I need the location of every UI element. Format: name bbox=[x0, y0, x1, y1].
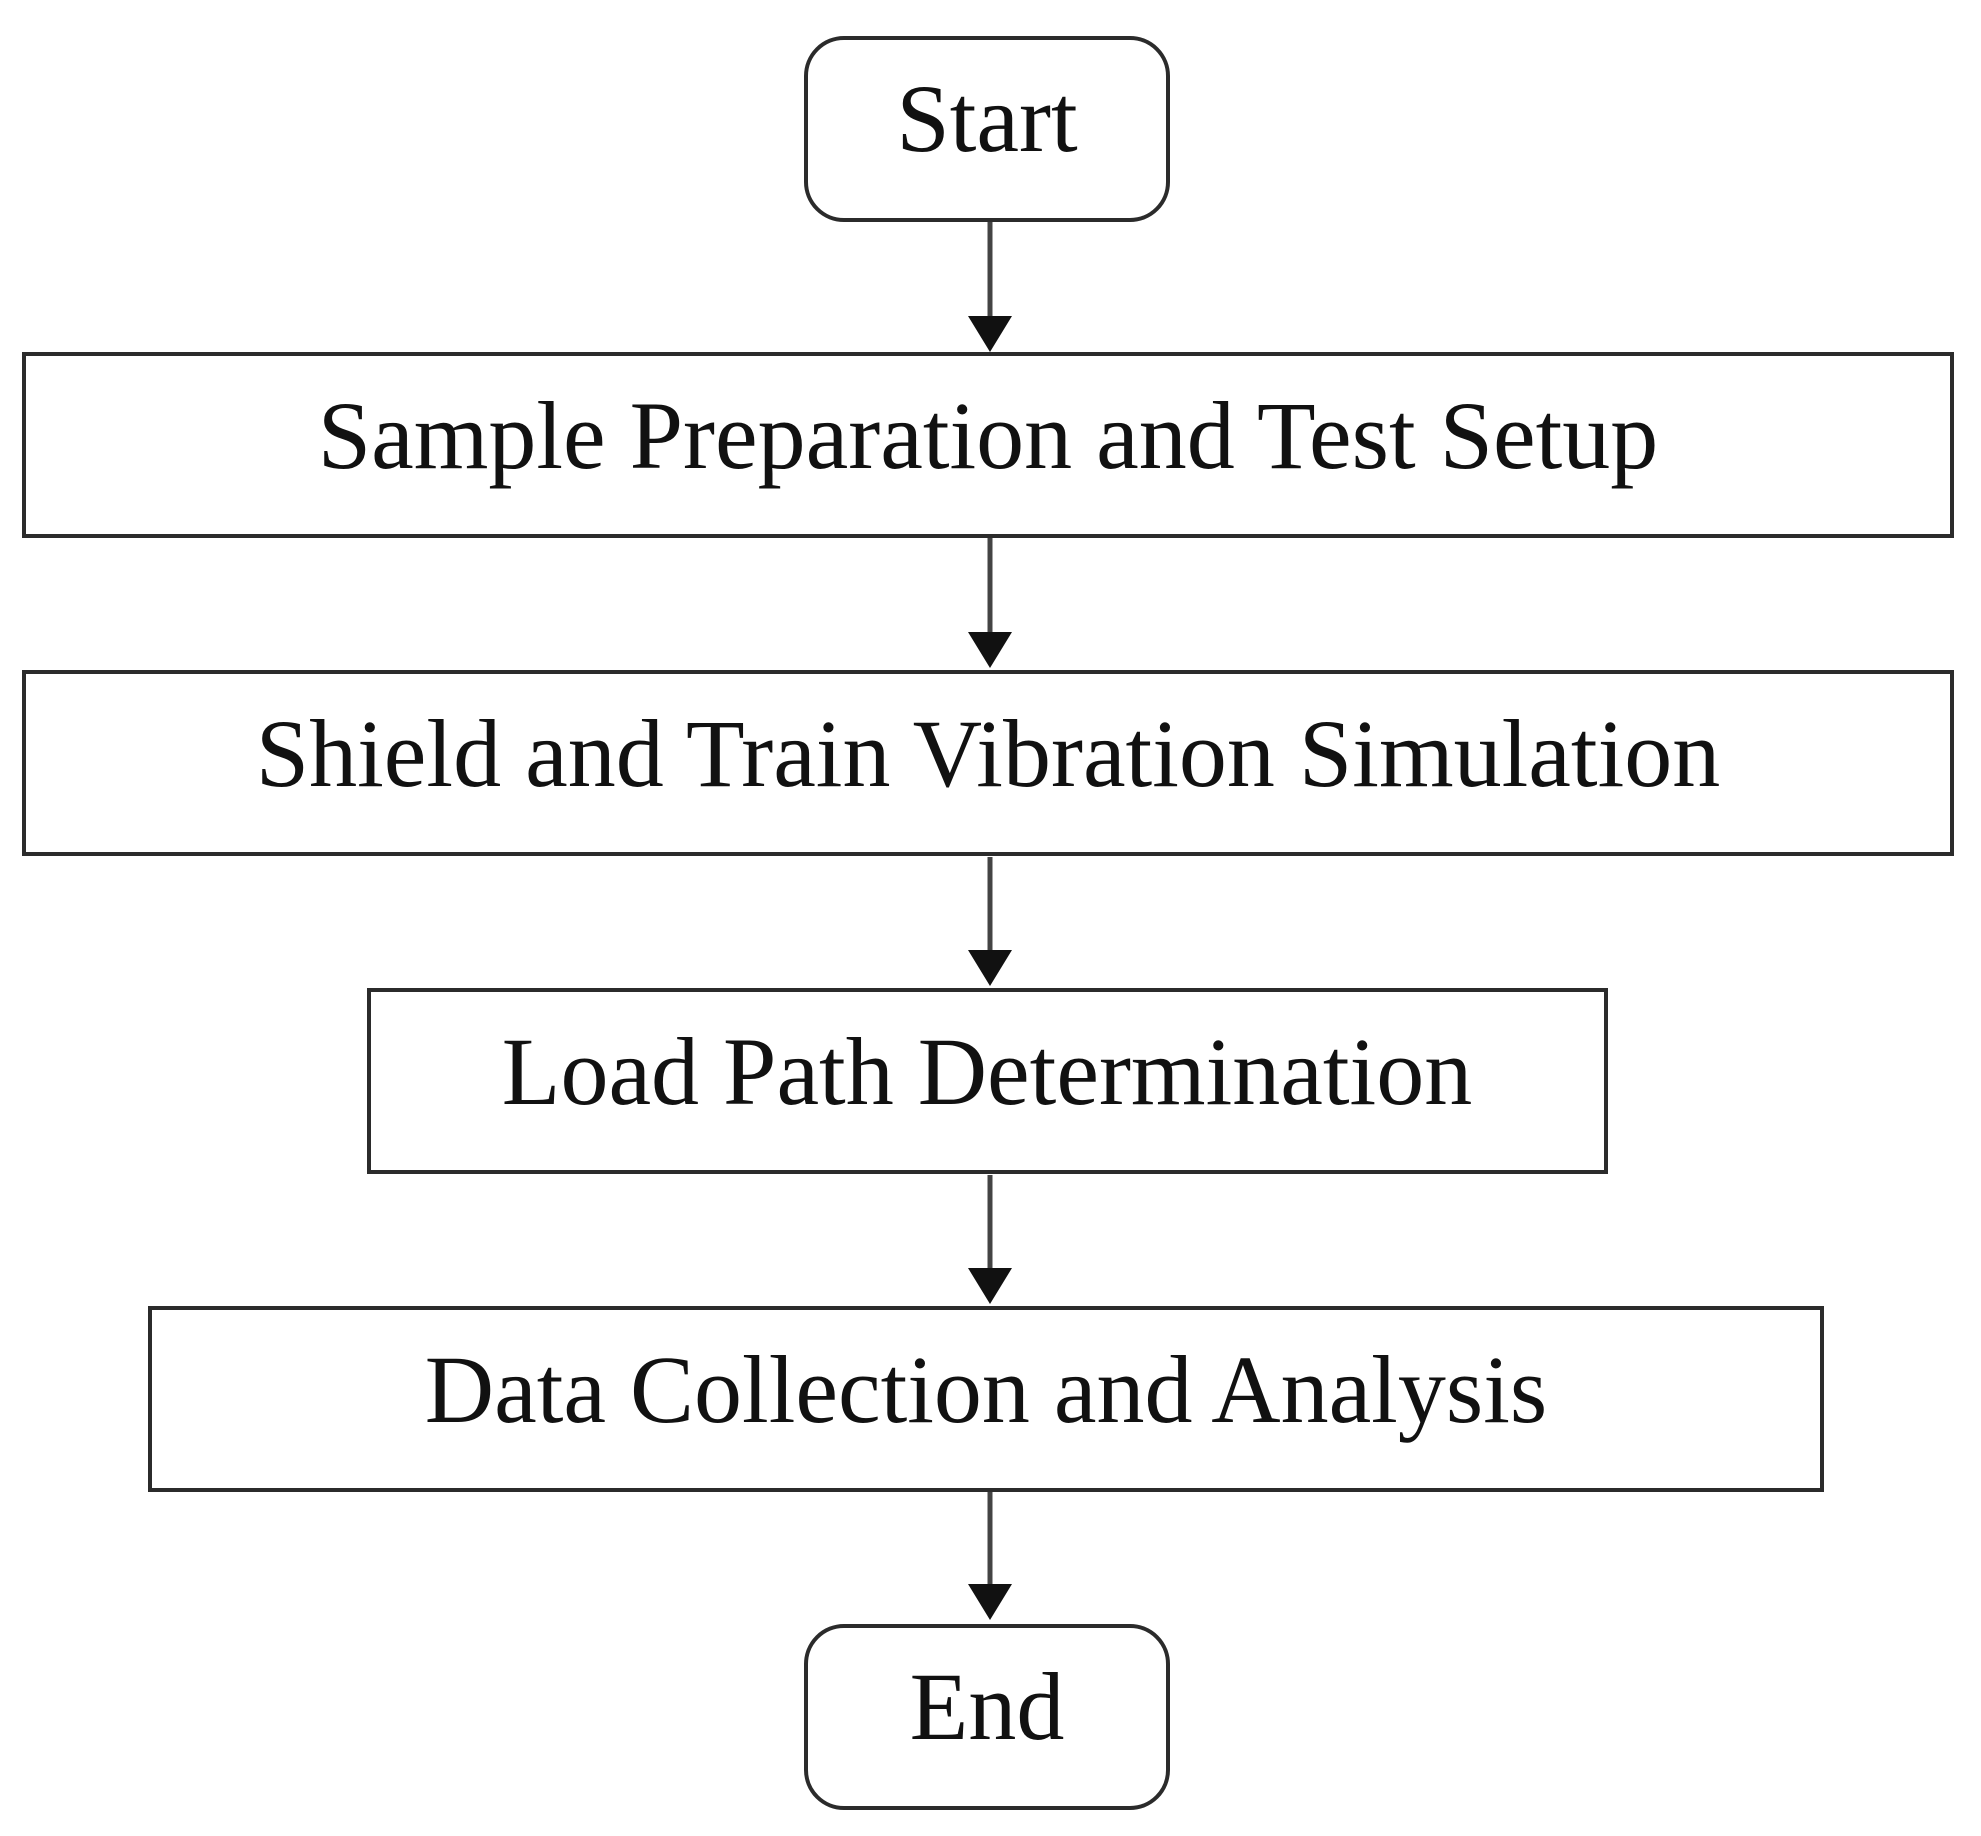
arrowhead-icon bbox=[968, 1584, 1012, 1620]
edge-step3-to-step4 bbox=[968, 1175, 1012, 1304]
edge-step1-to-step2 bbox=[968, 538, 1012, 668]
arrowhead-icon bbox=[968, 632, 1012, 668]
start-node: Start bbox=[804, 36, 1170, 222]
load-path-label: Load Path Determination bbox=[502, 1018, 1472, 1125]
vibration-simulation-label: Shield and Train Vibration Simulation bbox=[256, 700, 1721, 807]
end-label: End bbox=[910, 1653, 1065, 1760]
data-collection-label: Data Collection and Analysis bbox=[425, 1336, 1547, 1443]
edge-start-to-step1 bbox=[968, 220, 1012, 352]
process-node-load-path: Load Path Determination bbox=[367, 988, 1608, 1174]
edge-step2-to-step3 bbox=[968, 857, 1012, 986]
arrowhead-icon bbox=[968, 950, 1012, 986]
process-node-vibration-simulation: Shield and Train Vibration Simulation bbox=[22, 670, 1954, 856]
sample-preparation-label: Sample Preparation and Test Setup bbox=[318, 382, 1659, 489]
arrowhead-icon bbox=[968, 316, 1012, 352]
process-node-data-collection: Data Collection and Analysis bbox=[148, 1306, 1824, 1492]
start-label: Start bbox=[896, 65, 1078, 172]
arrowhead-icon bbox=[968, 1268, 1012, 1304]
end-node: End bbox=[804, 1624, 1170, 1810]
process-node-sample-preparation: Sample Preparation and Test Setup bbox=[22, 352, 1954, 538]
edge-step4-to-end bbox=[968, 1492, 1012, 1620]
